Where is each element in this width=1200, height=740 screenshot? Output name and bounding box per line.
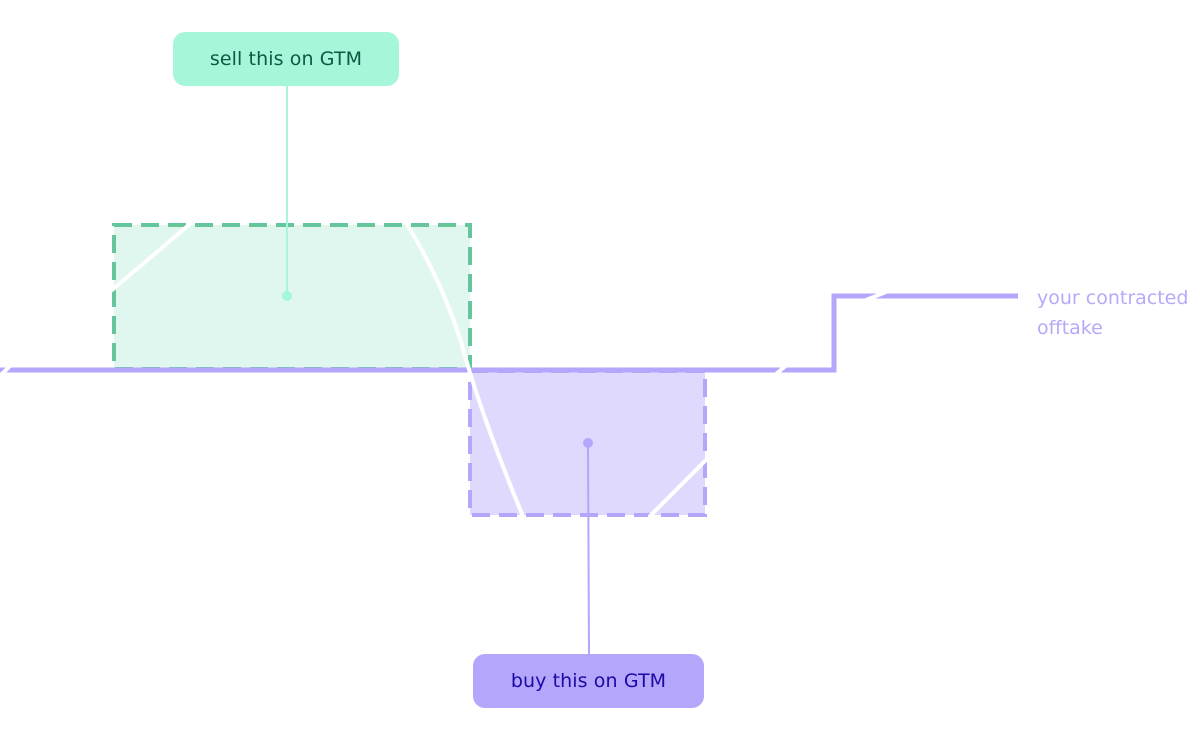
sell-surplus-area bbox=[112, 223, 472, 371]
production-curve-segment bbox=[0, 364, 12, 378]
contracted-offtake-line bbox=[0, 293, 1018, 373]
offtake-label-line-2: offtake bbox=[1037, 317, 1103, 339]
offtake-label-line-1: your contracted bbox=[1037, 287, 1189, 309]
sell-pointer-dot bbox=[282, 291, 292, 301]
buy-callout: buy this on GTM bbox=[473, 654, 704, 708]
production-curve-segment bbox=[774, 362, 790, 376]
buy-pointer-line bbox=[587, 443, 590, 655]
buy-pointer-dot bbox=[583, 438, 593, 448]
contracted-offtake-label: your contracted offtake bbox=[1037, 283, 1200, 343]
sell-callout: sell this on GTM bbox=[173, 32, 399, 86]
production-curve-segment bbox=[406, 224, 524, 516]
production-curve-segment bbox=[648, 458, 708, 518]
production-curve-segment bbox=[110, 222, 192, 292]
production-curve-segment bbox=[854, 290, 888, 306]
production-curve bbox=[0, 222, 888, 518]
